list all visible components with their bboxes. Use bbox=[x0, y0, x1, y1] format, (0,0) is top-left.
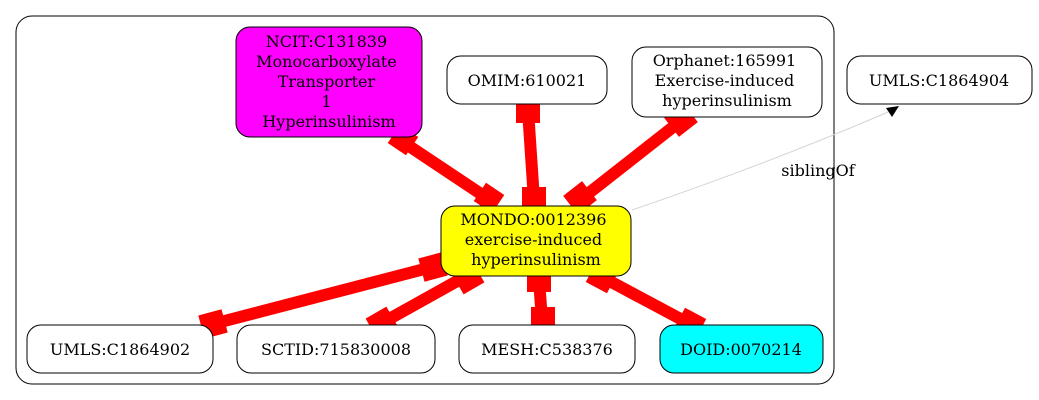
node-label: SCTID:715830008 bbox=[261, 340, 411, 359]
node-box bbox=[440, 205, 632, 277]
node-umls[interactable]: UMLS:C1864902 bbox=[26, 324, 214, 374]
node-label: DOID:0070214 bbox=[680, 340, 802, 359]
node-box bbox=[446, 55, 608, 105]
edge-umls-start-marker bbox=[418, 252, 448, 282]
sibling-edge: siblingOf bbox=[631, 106, 899, 211]
node-sctid[interactable]: SCTID:715830008 bbox=[236, 324, 436, 374]
node-box bbox=[458, 324, 636, 374]
node-box bbox=[659, 324, 824, 374]
node-label: UMLS:C1864902 bbox=[50, 340, 190, 359]
node-box bbox=[235, 26, 423, 138]
node-label: UMLS:C1864904 bbox=[869, 71, 1009, 90]
node-doid[interactable]: DOID:0070214 bbox=[659, 324, 824, 374]
node-label: NCIT:C131839 Monocarboxylate Transporter… bbox=[256, 32, 402, 131]
sibling-edge-label: siblingOf bbox=[781, 161, 855, 180]
node-label: MONDO:0012396 exercise-induced hyperinsu… bbox=[460, 210, 611, 269]
edge-ncit-mondo bbox=[399, 137, 494, 205]
node-box bbox=[236, 324, 436, 374]
node-label: Orphanet:165991 Exercise-induced hyperin… bbox=[653, 51, 802, 110]
edge-sctid-mondo bbox=[379, 269, 471, 329]
node-label: MESH:C538376 bbox=[481, 340, 613, 359]
edge-orphanet-mondo bbox=[576, 115, 686, 205]
node-label: OMIM:610021 bbox=[468, 71, 587, 90]
node-box bbox=[26, 324, 214, 374]
cluster-boundary bbox=[15, 15, 835, 385]
edge-omim-mondo bbox=[522, 109, 540, 201]
sibling-edge-line bbox=[631, 111, 889, 211]
node-orphanet[interactable]: Orphanet:165991 Exercise-induced hyperin… bbox=[631, 46, 823, 118]
node-mondo[interactable]: MONDO:0012396 exercise-induced hyperinsu… bbox=[440, 205, 632, 277]
node-box bbox=[846, 55, 1033, 105]
node-ncit[interactable]: NCIT:C131839 Monocarboxylate Transporter… bbox=[235, 26, 423, 138]
node-umls-external[interactable]: UMLS:C1864904 bbox=[846, 55, 1033, 105]
node-box bbox=[631, 46, 823, 118]
edge-doid-mondo bbox=[599, 271, 693, 330]
node-omim[interactable]: OMIM:610021 bbox=[446, 55, 608, 105]
sibling-edge-arrowhead bbox=[886, 106, 899, 117]
edge-umls-mondo bbox=[211, 260, 438, 330]
node-mesh[interactable]: MESH:C538376 bbox=[458, 324, 636, 374]
